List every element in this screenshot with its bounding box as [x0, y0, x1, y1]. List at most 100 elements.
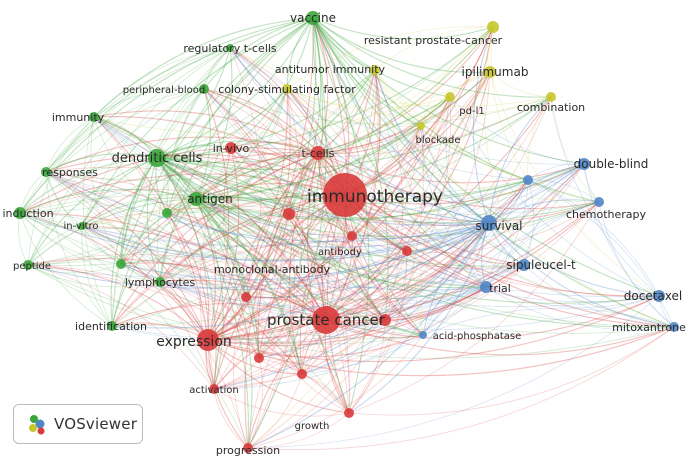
link-growth-red-unl-3 [348, 250, 408, 414]
label-vaccine[interactable]: vaccine [290, 11, 336, 25]
node-antitumor-immunity[interactable] [370, 65, 380, 75]
node-mitoxantrone[interactable] [669, 322, 679, 332]
label-docetaxel[interactable]: docetaxel [624, 289, 682, 303]
label-pd-l1[interactable]: pd-l1 [459, 106, 484, 117]
node-immunotherapy[interactable] [323, 173, 367, 217]
label-blockade[interactable]: blockade [416, 135, 461, 146]
node-monoclonal-antibody[interactable] [241, 292, 251, 302]
label-in-vitro[interactable]: in-vitro [63, 221, 98, 232]
node-ipilimumab[interactable] [484, 66, 496, 78]
link-green-unl-1-mitoxantrone [166, 212, 675, 334]
label-identification[interactable]: identification [75, 320, 147, 333]
link-blockade-survival [420, 125, 490, 224]
label-acid-phosphatase[interactable]: acid-phosphatase [433, 331, 522, 342]
node-chemotherapy[interactable] [594, 197, 604, 207]
label-progression[interactable]: progression [216, 444, 280, 457]
label-in-vivo[interactable]: in-vivo [213, 142, 250, 155]
label-growth[interactable]: growth [295, 421, 330, 432]
link-identification-survival [111, 222, 490, 329]
label-antibody[interactable]: antibody [318, 247, 362, 258]
node-antigen[interactable] [189, 192, 203, 206]
node-resistant-prostate-cancer[interactable] [487, 21, 499, 33]
link-immunotherapy-red-unl-5 [299, 194, 346, 375]
node-colony-stimulating-factor[interactable] [282, 84, 292, 94]
label-chemotherapy[interactable]: chemotherapy [566, 208, 647, 221]
node-prostate-cancer[interactable] [312, 306, 340, 334]
link-red-unl-2-vaccine [312, 17, 389, 321]
node-induction[interactable] [14, 207, 26, 219]
label-prostate-cancer[interactable]: prostate cancer [267, 311, 386, 329]
node-progression[interactable] [243, 443, 253, 453]
label-antigen[interactable]: antigen [187, 192, 233, 206]
label-immunity[interactable]: immunity [52, 111, 105, 124]
node-activation[interactable] [209, 384, 219, 394]
label-antitumor-immunity[interactable]: antitumor immunity [275, 63, 386, 76]
label-colony-stimulating-factor[interactable]: colony-stimulating factor [218, 83, 356, 96]
label-resistant-prostate-cancer[interactable]: resistant prostate-cancer [364, 34, 503, 47]
node-blue-unl-1[interactable] [523, 175, 533, 185]
node-survival[interactable] [481, 215, 497, 231]
node-identification[interactable] [107, 321, 117, 331]
node-immunity[interactable] [89, 112, 99, 122]
link-activation-survival [213, 222, 490, 390]
node-peptide[interactable] [23, 260, 33, 270]
node-docetaxel[interactable] [653, 290, 665, 302]
node-t-cells[interactable] [311, 146, 325, 160]
label-mitoxantrone[interactable]: mitoxantrone [612, 321, 686, 334]
label-immunotherapy[interactable]: immunotherapy [307, 187, 443, 207]
node-blockade[interactable] [417, 122, 425, 130]
node-in-vivo[interactable] [225, 142, 237, 154]
node-peripheral-blood[interactable] [199, 84, 209, 94]
node-red-unl-2[interactable] [379, 314, 391, 326]
node-acid-phosphatase[interactable] [419, 331, 427, 339]
node-vaccine[interactable] [306, 11, 320, 25]
link-t-cells-acid-phosphatase [317, 152, 424, 336]
label-survival[interactable]: survival [475, 219, 522, 233]
node-double-blind[interactable] [578, 158, 590, 170]
link-green-unl-1-blockade [166, 125, 422, 214]
label-induction[interactable]: induction [2, 207, 53, 220]
label-expression[interactable]: expression [156, 334, 232, 350]
node-red-unl-5[interactable] [297, 369, 307, 379]
node-red-unl-4[interactable] [254, 353, 264, 363]
node-trial[interactable] [480, 281, 492, 293]
label-double-blind[interactable]: double-blind [574, 157, 649, 171]
node-regulatory-t-cells[interactable] [226, 44, 234, 52]
node-red-unl-3[interactable] [402, 246, 412, 256]
label-sipuleucel-t[interactable]: sipuleucel-t [506, 258, 576, 272]
label-ipilimumab[interactable]: ipilimumab [462, 65, 529, 79]
node-pd-l1[interactable] [445, 92, 455, 102]
label-trial[interactable]: trial [489, 282, 511, 295]
link-red-unl-4-blue-unl-1 [258, 179, 529, 359]
node-in-vitro[interactable] [78, 222, 86, 230]
node-expression[interactable] [197, 329, 219, 351]
node-green-unl-2[interactable] [116, 259, 126, 269]
link-prostate-cancer-identification [111, 303, 327, 327]
node-responses[interactable] [41, 167, 51, 177]
label-combination[interactable]: combination [517, 101, 585, 114]
link-red-unl-2-survival [384, 222, 490, 321]
node-growth[interactable] [344, 408, 354, 418]
label-dendritic-cells[interactable]: dendritic cells [112, 151, 203, 166]
link-progression-responses [45, 171, 249, 449]
label-activation[interactable]: activation [189, 385, 239, 396]
node-dendritic-cells[interactable] [148, 149, 166, 167]
label-peptide[interactable]: peptide [13, 261, 51, 272]
node-antibody[interactable] [347, 231, 357, 241]
label-lymphocytes[interactable]: lymphocytes [125, 276, 196, 289]
label-regulatory-t-cells[interactable]: regulatory t-cells [183, 42, 277, 55]
node-red-unl-1[interactable] [283, 208, 295, 220]
link-activation-growth [213, 388, 350, 417]
label-t-cells[interactable]: t-cells [302, 147, 335, 160]
label-responses[interactable]: responses [42, 166, 98, 179]
link-green-unl-2-survival [120, 222, 490, 281]
node-lymphocytes[interactable] [155, 277, 165, 287]
link-regulatory-t-cells-blue-unl-1 [229, 47, 529, 181]
label-peripheral-blood[interactable]: peripheral-blood [123, 85, 206, 96]
label-monoclonal-antibody[interactable]: monoclonal-antibody [214, 263, 330, 276]
node-green-unl-1[interactable] [162, 208, 172, 218]
node-sipuleucel-t[interactable] [518, 259, 530, 271]
node-combination[interactable] [546, 92, 556, 102]
